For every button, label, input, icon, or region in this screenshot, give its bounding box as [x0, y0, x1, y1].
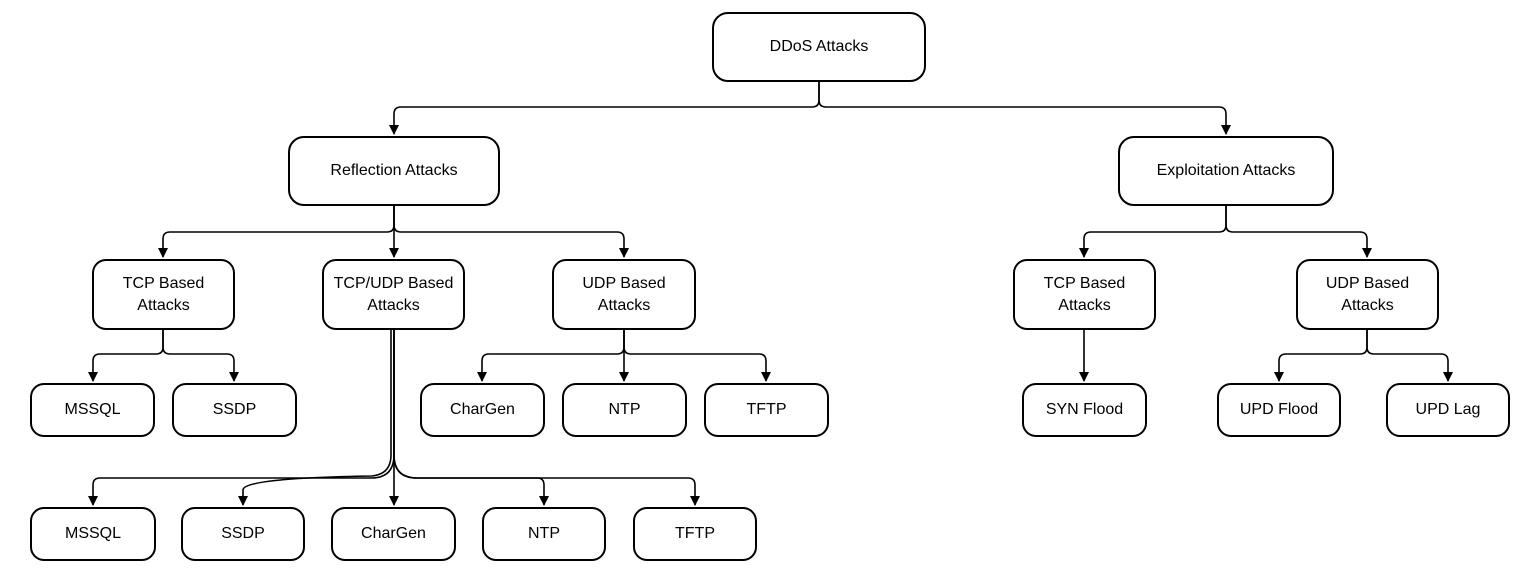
leaf-reflection-tcp-mssql: MSSQL: [30, 383, 155, 437]
leaf-tcpudp-mssql: MSSQL: [30, 507, 156, 561]
edge-reflection-tcp: [158, 206, 395, 258]
node-label: Reflection Attacks: [330, 162, 458, 179]
node-label: UDP Based Attacks: [582, 274, 666, 314]
node-label: DDoS Attacks: [769, 38, 869, 55]
edge-rtcp-mssql: [88, 330, 164, 382]
leaf-reflection-udp-ntp: NTP: [562, 383, 687, 437]
edge-root-exploitation: [818, 82, 1231, 135]
edge-root-reflection: [389, 82, 820, 135]
edge-eudp-flood: [1274, 330, 1368, 382]
leaf-reflection-udp-tftp: TFTP: [704, 383, 829, 437]
node-label: TFTP: [746, 401, 787, 418]
leaf-exploitation-upd-lag: UPD Lag: [1386, 383, 1510, 437]
node-exploitation-attacks: Exploitation Attacks: [1118, 136, 1334, 206]
edge-reflection-udp: [393, 206, 629, 258]
node-label: TCP Based Attacks: [1043, 274, 1126, 314]
node-label: NTP: [528, 525, 560, 542]
node-label: SYN Flood: [1045, 401, 1124, 418]
leaf-exploitation-upd-flood: UPD Flood: [1217, 383, 1341, 437]
edge-rtcp-ssdp: [162, 330, 239, 382]
edge-tcpudp-mssql: [88, 330, 395, 506]
edge-tcpudp-tftp: [393, 330, 700, 506]
node-label: UPD Lag: [1415, 401, 1481, 418]
node-label: MSSQL: [64, 525, 121, 542]
node-label: SSDP: [212, 401, 257, 418]
node-reflection-udp-based: UDP Based Attacks: [552, 259, 696, 330]
node-exploitation-udp-based: UDP Based Attacks: [1296, 259, 1439, 330]
leaf-reflection-udp-chargen: CharGen: [420, 383, 545, 437]
node-label: SSDP: [221, 525, 265, 542]
leaf-reflection-tcp-ssdp: SSDP: [172, 383, 297, 437]
leaf-tcpudp-chargen: CharGen: [331, 507, 456, 561]
node-label: TCP/UDP Based Attacks: [333, 274, 454, 314]
node-ddos-attacks: DDoS Attacks: [712, 12, 926, 82]
edge-exploitation-udp: [1225, 206, 1372, 258]
edge-rudp-chargen: [477, 330, 625, 382]
edge-tcpudp-ssdp: [238, 330, 392, 506]
edge-eudp-lag: [1366, 330, 1453, 382]
node-label: CharGen: [450, 401, 515, 418]
node-label: TCP Based Attacks: [122, 274, 205, 314]
node-label: MSSQL: [64, 401, 121, 418]
node-label: CharGen: [361, 525, 426, 542]
node-reflection-tcp-based: TCP Based Attacks: [92, 259, 235, 330]
leaf-tcpudp-ssdp: SSDP: [181, 507, 305, 561]
leaf-tcpudp-tftp: TFTP: [633, 507, 757, 561]
node-label: UPD Flood: [1239, 401, 1319, 418]
node-label: Exploitation Attacks: [1156, 162, 1296, 179]
leaf-exploitation-syn-flood: SYN Flood: [1022, 383, 1147, 437]
node-exploitation-tcp-based: TCP Based Attacks: [1013, 259, 1156, 330]
node-label: NTP: [608, 401, 641, 418]
edge-rudp-tftp: [623, 330, 771, 382]
node-reflection-attacks: Reflection Attacks: [288, 136, 500, 206]
node-label: UDP Based Attacks: [1325, 274, 1410, 314]
node-reflection-tcp-udp-based: TCP/UDP Based Attacks: [322, 259, 465, 330]
leaf-tcpudp-ntp: NTP: [482, 507, 606, 561]
edge-exploitation-tcp: [1079, 206, 1227, 258]
node-label: TFTP: [675, 525, 715, 542]
